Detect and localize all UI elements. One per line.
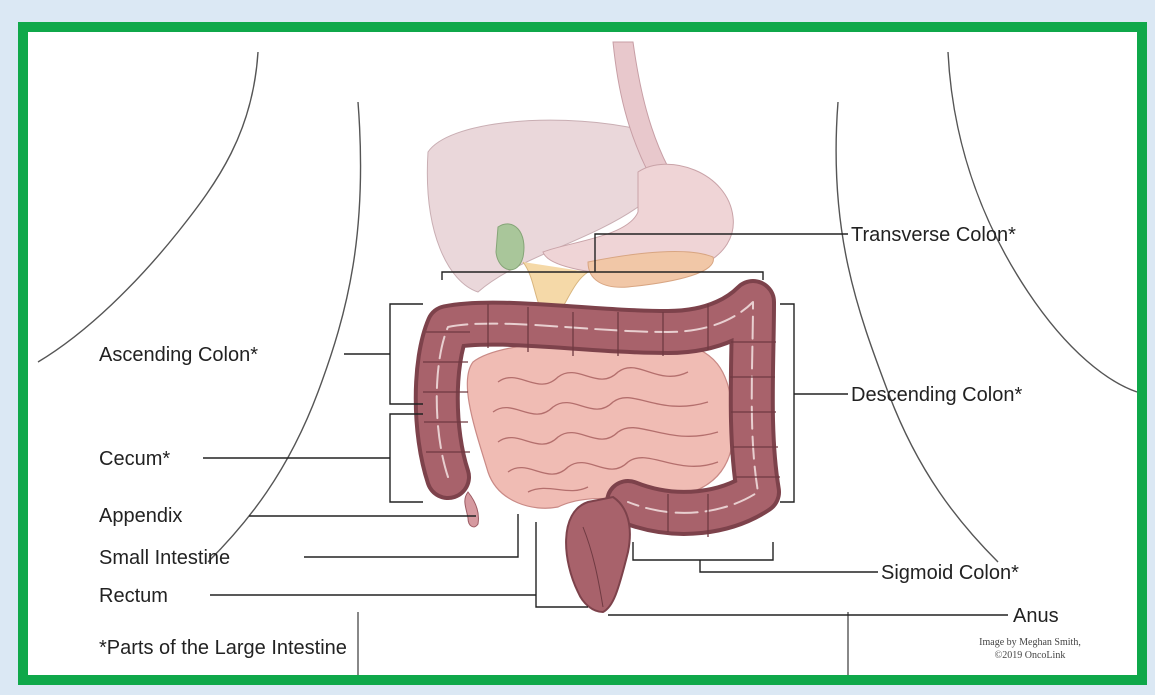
appendix-shape [465, 492, 479, 527]
upper-organs [427, 42, 733, 322]
label-sigmoid-colon: Sigmoid Colon* [881, 563, 1019, 583]
label-small-intestine: Small Intestine [99, 548, 230, 568]
credit-line-1: Image by Meghan Smith, [950, 637, 1110, 650]
label-anus: Anus [1013, 606, 1059, 626]
label-descending-colon: Descending Colon* [851, 385, 1022, 405]
diagram-frame: Transverse Colon* Ascending Colon* Desce… [18, 22, 1147, 685]
footnote: *Parts of the Large Intestine [99, 638, 347, 658]
credit-line-2: ©2019 OncoLink [950, 650, 1110, 663]
label-ascending-colon: Ascending Colon* [99, 345, 258, 365]
label-cecum: Cecum* [99, 449, 170, 469]
gallbladder-shape [496, 224, 524, 270]
label-rectum: Rectum [99, 586, 168, 606]
label-appendix: Appendix [99, 506, 182, 526]
image-credit: Image by Meghan Smith, ©2019 OncoLink [950, 637, 1110, 662]
small-intestine-shape [467, 340, 733, 508]
rectum-shape [566, 497, 630, 612]
label-transverse-colon: Transverse Colon* [851, 225, 1016, 245]
